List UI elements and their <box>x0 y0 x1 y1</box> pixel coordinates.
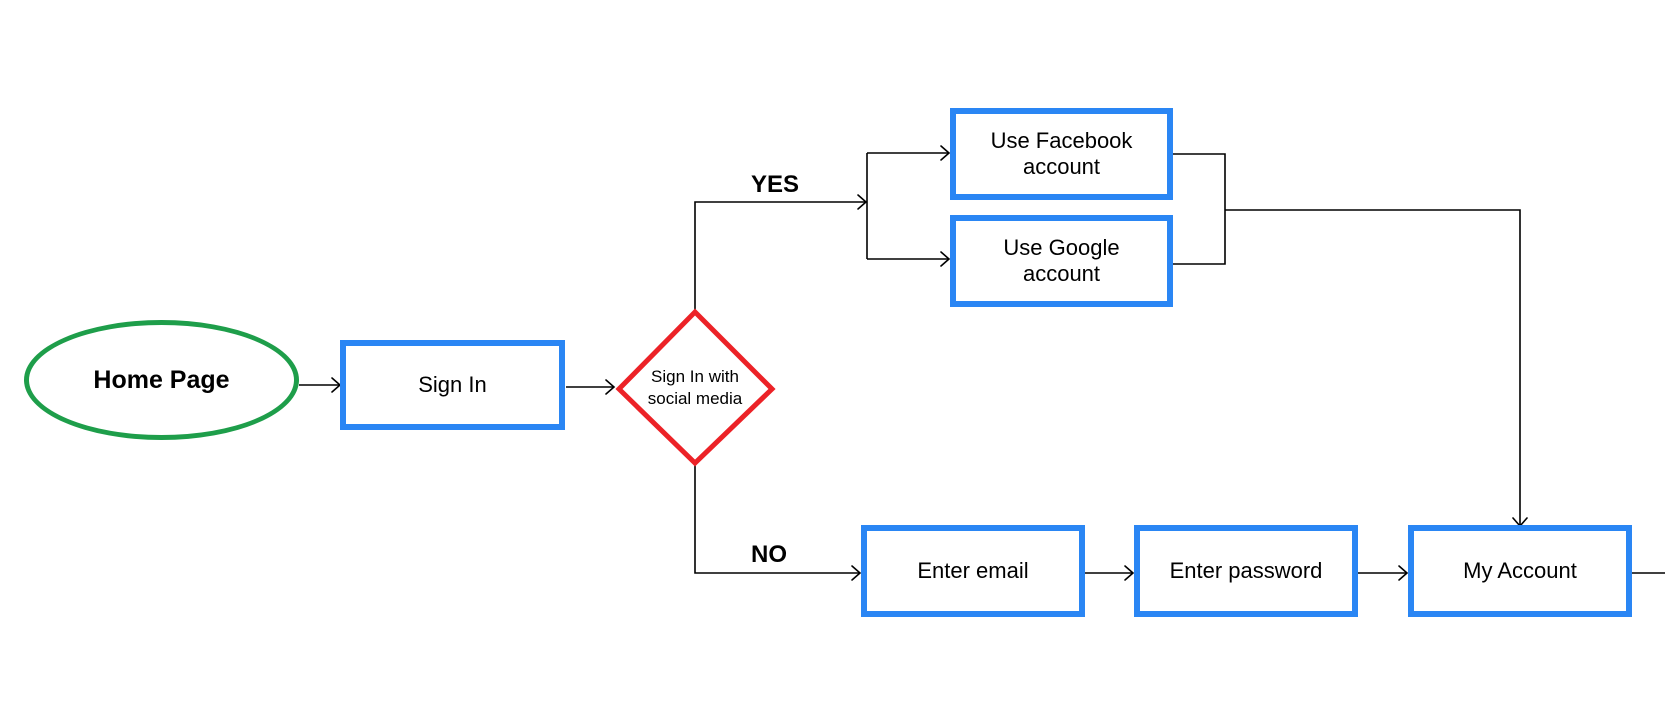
sign-in-node[interactable]: Sign In <box>340 340 565 430</box>
arrowhead-yes-junction <box>857 194 868 210</box>
enter-email-node[interactable]: Enter email <box>861 525 1085 617</box>
arrowhead-myaccount <box>1398 565 1409 581</box>
arrowhead-google <box>940 251 951 267</box>
decision-diamond[interactable] <box>615 308 776 467</box>
edge-merge-to-myaccount <box>1225 209 1521 526</box>
arrowhead-decision <box>605 379 616 395</box>
edge-facebook-out <box>1173 153 1226 265</box>
enter-password-node[interactable]: Enter password <box>1134 525 1358 617</box>
edge-decision-yes <box>694 201 866 312</box>
arrowhead-password <box>1124 565 1135 581</box>
yes-branch-label: YES <box>751 171 800 198</box>
my-account-node[interactable]: My Account <box>1408 525 1632 617</box>
arrowhead-email <box>851 565 862 581</box>
no-branch-label: NO <box>751 541 787 568</box>
arrowhead-facebook <box>940 145 951 161</box>
use-facebook-node[interactable]: Use Facebook account <box>950 108 1173 200</box>
edge-decision-no <box>694 463 860 574</box>
home-page-node[interactable]: Home Page <box>24 320 299 440</box>
use-google-node[interactable]: Use Google account <box>950 215 1173 307</box>
